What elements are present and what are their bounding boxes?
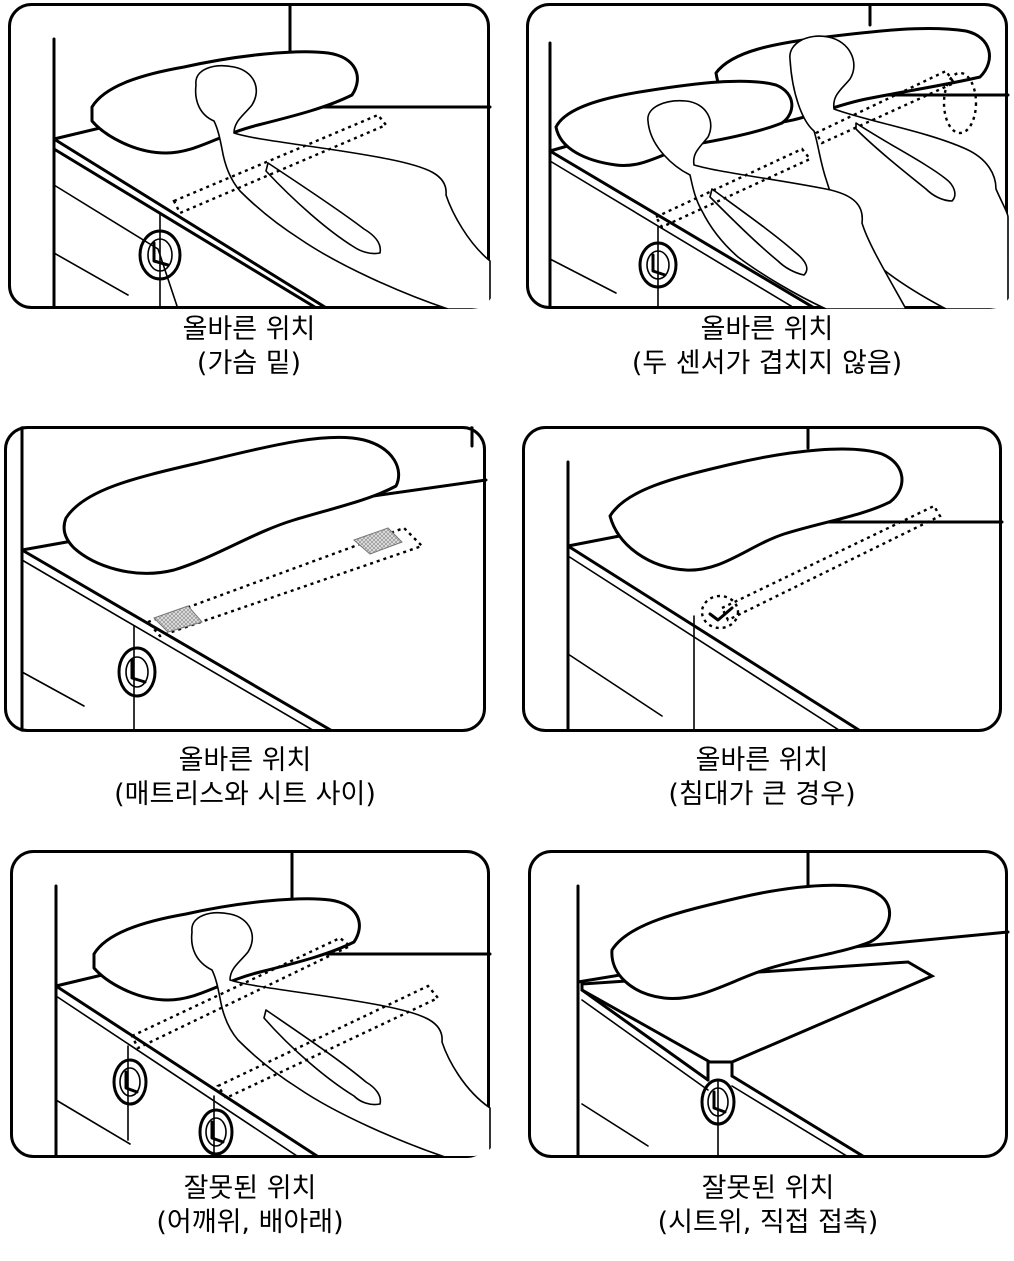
bed-illustration bbox=[528, 850, 1008, 1158]
panel-correct-between-mattress-and-sheet bbox=[4, 426, 486, 732]
caption-subtitle: (시트위, 직접 접촉) bbox=[528, 1206, 1008, 1240]
bed-illustration bbox=[4, 426, 486, 732]
bed-illustration bbox=[10, 850, 490, 1158]
caption-title: 잘못된 위치 bbox=[528, 1172, 1008, 1206]
bed-illustration bbox=[8, 3, 490, 309]
caption-subtitle: (가슴 밑) bbox=[8, 347, 490, 381]
bed-illustration bbox=[522, 426, 1002, 732]
caption-title: 잘못된 위치 bbox=[10, 1172, 490, 1206]
caption-panel-4: 올바른 위치 (침대가 큰 경우) bbox=[522, 744, 1002, 812]
caption-title: 올바른 위치 bbox=[8, 313, 490, 347]
caption-panel-3: 올바른 위치 (매트리스와 시트 사이) bbox=[4, 744, 486, 812]
panel-correct-two-sensors bbox=[526, 3, 1008, 309]
bed-illustration bbox=[526, 3, 1008, 309]
caption-subtitle: (두 센서가 겹치지 않음) bbox=[526, 347, 1008, 381]
caption-panel-1: 올바른 위치 (가슴 밑) bbox=[8, 313, 490, 381]
caption-title: 올바른 위치 bbox=[526, 313, 1008, 347]
caption-title: 올바른 위치 bbox=[522, 744, 1002, 778]
caption-panel-6: 잘못된 위치 (시트위, 직접 접촉) bbox=[528, 1172, 1008, 1240]
caption-panel-2: 올바른 위치 (두 센서가 겹치지 않음) bbox=[526, 313, 1008, 381]
caption-subtitle: (침대가 큰 경우) bbox=[522, 778, 1002, 812]
caption-title: 올바른 위치 bbox=[4, 744, 486, 778]
panel-correct-large-bed bbox=[522, 426, 1002, 732]
caption-subtitle: (매트리스와 시트 사이) bbox=[4, 778, 486, 812]
caption-subtitle: (어깨위, 배아래) bbox=[10, 1206, 490, 1240]
caption-panel-5: 잘못된 위치 (어깨위, 배아래) bbox=[10, 1172, 490, 1240]
panel-wrong-shoulder-belly bbox=[10, 850, 490, 1158]
panel-correct-under-chest bbox=[8, 3, 490, 309]
panel-wrong-on-sheet bbox=[528, 850, 1008, 1158]
